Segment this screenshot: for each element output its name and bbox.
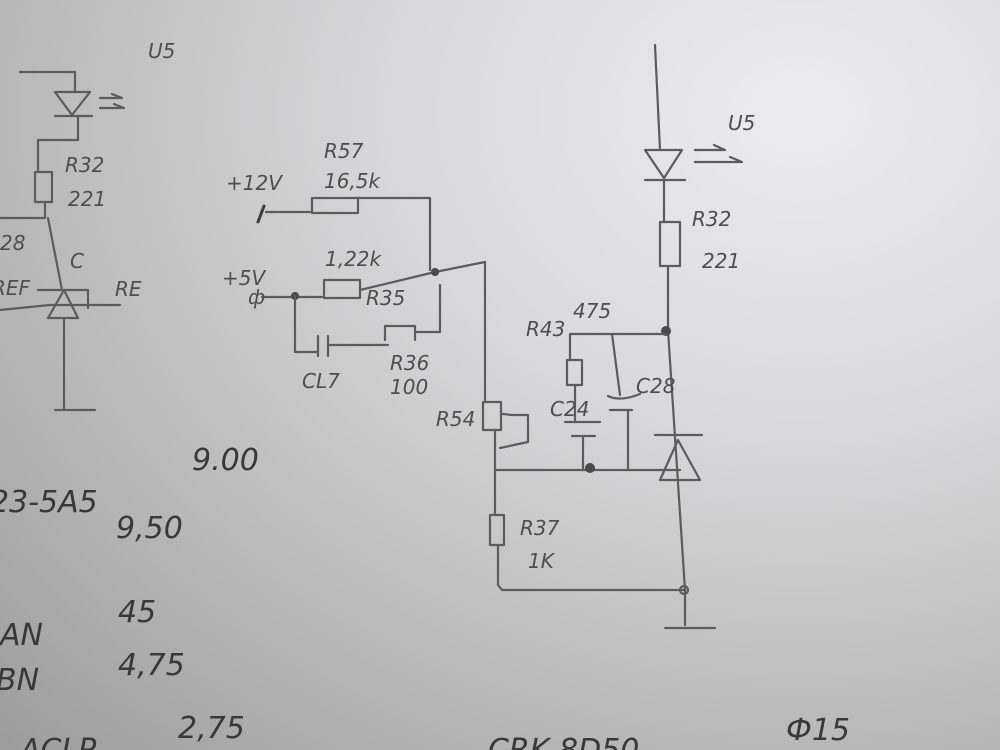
potentiometer-r54 (481, 400, 503, 432)
label-r57-value: 16,5k (324, 169, 382, 193)
note-diameter: Ф15 (786, 713, 850, 748)
resistor-r43 (565, 358, 584, 387)
label-221-right: 221 (702, 249, 740, 273)
led-symbol-right (643, 148, 687, 182)
capacitor-c24 (563, 420, 602, 470)
label-r43: R43 (526, 317, 565, 341)
note-an-value: 45 (118, 595, 156, 630)
handwritten-notes: 23-5A5 9.00 9,50 AN 45 BN 4,75 ACLP 2,75… (0, 443, 850, 750)
note-aclp-value: 2,75 (178, 711, 245, 746)
note-9-50: 9,50 (116, 511, 183, 546)
label-r35: R35 (366, 286, 405, 310)
label-28: 28 (0, 231, 25, 255)
label-r57: R57 (324, 139, 364, 163)
label-plus5v: +5V (222, 266, 266, 290)
note-an-label: AN (0, 618, 43, 653)
resistor-r57 (310, 196, 360, 215)
left-circuit: U5 R32 221 28 C REF RE (0, 39, 175, 412)
right-circuit: U5 R32 221 R43 475 C24 C28 R54 R37 1K (436, 43, 755, 630)
label-plus12v: +12V (226, 171, 283, 195)
note-bn-label: BN (0, 663, 39, 698)
resistor-r37 (488, 513, 506, 547)
label-c24: C24 (550, 397, 589, 421)
label-c27: CL7 (302, 369, 340, 393)
note-aclp-label: ACLP (18, 733, 97, 750)
label-u5-left: U5 (148, 39, 175, 63)
label-r32-left: R32 (65, 153, 104, 177)
label-r54: R54 (436, 407, 475, 431)
label-r32-right: R32 (692, 207, 731, 231)
middle-circuit: +12V R57 16,5k +5V ф 1,22k R35 CL7 R36 1… (222, 139, 487, 402)
label-c28: C28 (636, 374, 675, 398)
label-u5-right: U5 (728, 111, 755, 135)
label-r37: R37 (520, 516, 560, 540)
capacitor-c28 (606, 392, 642, 472)
resistor-r36 (383, 324, 417, 342)
note-9-00: 9.00 (192, 443, 259, 478)
terminal-5v: ф (248, 285, 265, 309)
zener-symbol (0, 288, 122, 410)
label-c: C (70, 249, 84, 273)
note-bn-value: 4,75 (118, 648, 185, 683)
led-symbol (53, 90, 94, 118)
zener-symbol-right (653, 433, 704, 482)
resistor-r32-right (658, 220, 682, 268)
label-ref-right: RE (115, 277, 142, 301)
label-ref-left: REF (0, 276, 31, 300)
note-model: 23-5A5 (0, 485, 98, 520)
light-arrows-icon-right (693, 143, 744, 164)
label-r36: R36 (390, 351, 429, 375)
label-r36-value: 100 (390, 375, 428, 399)
label-r43-value: 475 (573, 299, 611, 323)
light-arrows-icon (98, 92, 126, 110)
label-r37-value: 1K (528, 549, 556, 573)
resistor-r35 (322, 278, 362, 300)
label-r35-value: 1,22k (325, 247, 383, 271)
label-221-left: 221 (68, 187, 106, 211)
note-bottom-code: CRK 8D50 (488, 733, 639, 750)
resistor-r32-left (33, 170, 54, 204)
